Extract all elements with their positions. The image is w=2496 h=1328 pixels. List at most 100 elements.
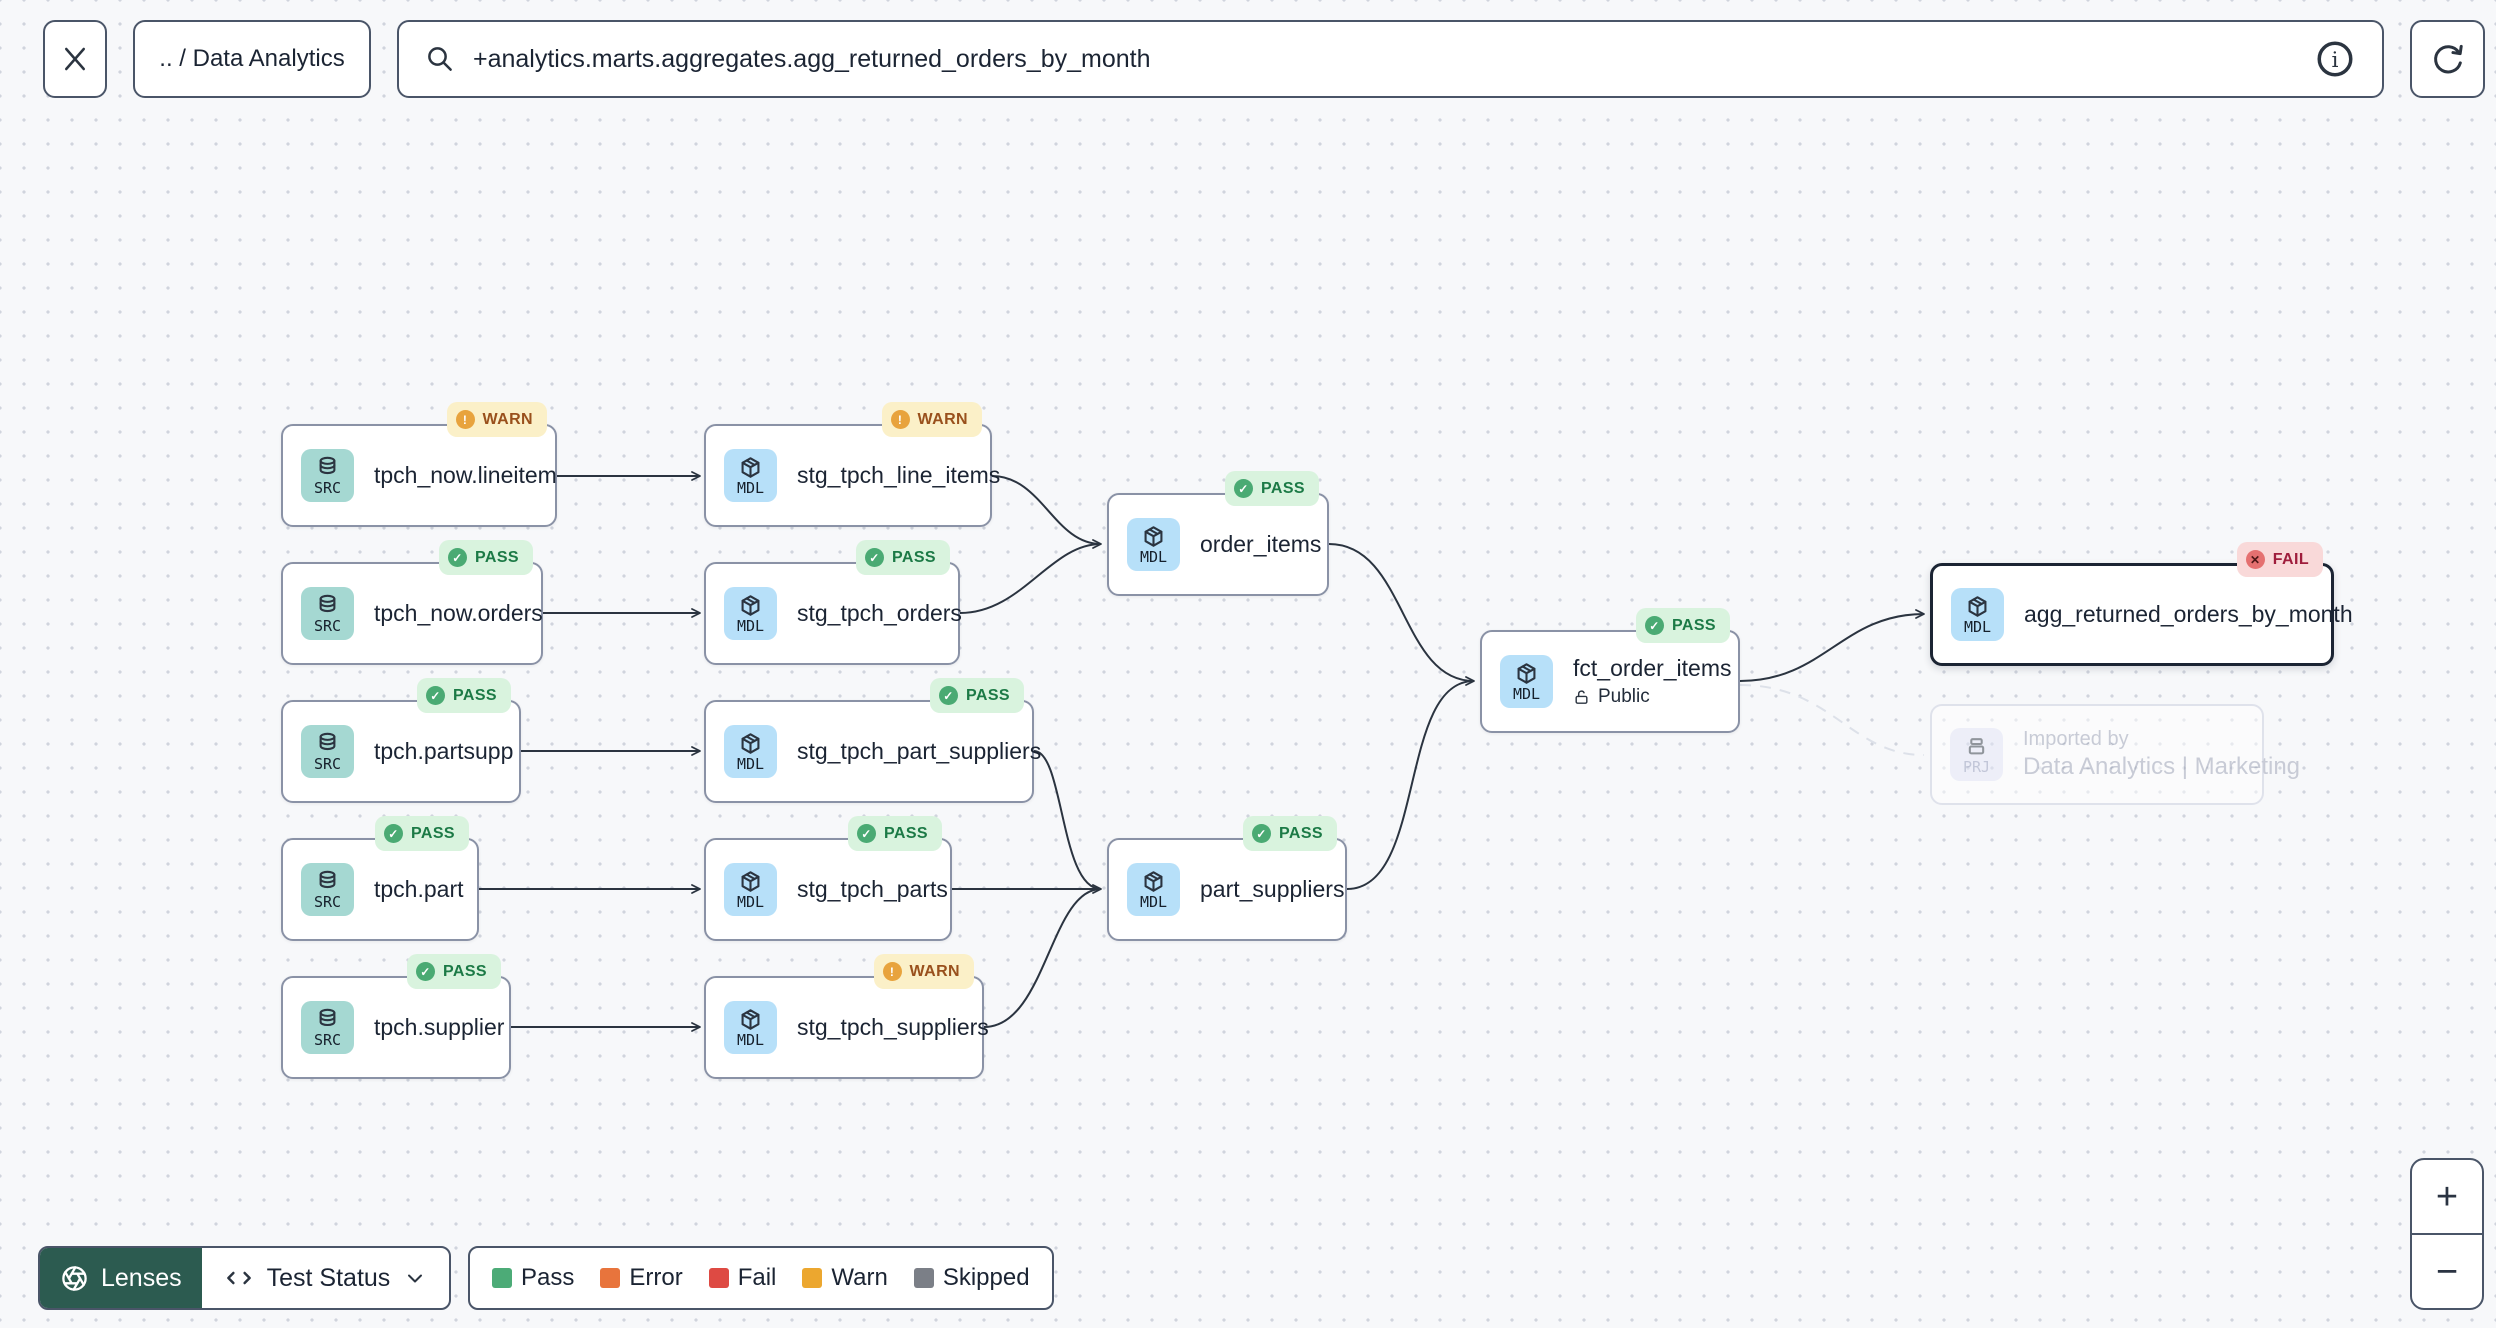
check-icon: ✓: [416, 962, 436, 981]
check-icon: ✓: [384, 824, 404, 843]
node-tpch-part[interactable]: ✓ PASS SRC tpch.part: [281, 816, 479, 941]
database-icon: [315, 455, 340, 480]
search-icon: [428, 47, 452, 71]
lock-open-icon: [1573, 689, 1590, 706]
node-fct-order-items[interactable]: ✓ PASS MDL fct_order_items Public: [1480, 608, 1740, 733]
refresh-icon: [2433, 44, 2463, 74]
database-icon: [315, 731, 340, 756]
status-badge-pass: ✓ PASS: [417, 678, 511, 713]
lenses-control: Lenses Test Status: [38, 1246, 452, 1310]
cube-icon: [1141, 524, 1166, 549]
code-icon: [226, 1271, 251, 1285]
check-icon: ✓: [1234, 479, 1254, 498]
node-title: stg_tpch_suppliers: [797, 1014, 989, 1040]
node-title: part_suppliers: [1200, 876, 1345, 902]
search-input[interactable]: [473, 44, 2296, 74]
fail-swatch: [708, 1268, 729, 1288]
warn-swatch: [802, 1268, 823, 1288]
node-title: stg_tpch_line_items: [797, 462, 1001, 488]
warn-icon: !: [455, 410, 475, 429]
cube-icon: [738, 1007, 763, 1032]
pass-swatch: [492, 1268, 512, 1288]
cube-icon: [1965, 594, 1990, 619]
node-imported-by-project[interactable]: PRJ Imported by Data Analytics | Marketi…: [1930, 704, 2300, 805]
chevron-down-icon: [408, 1274, 423, 1283]
status-badge-pass: ✓ PASS: [439, 540, 533, 575]
info-icon[interactable]: i: [2314, 38, 2356, 80]
node-title: tpch_now.lineitem: [374, 462, 557, 488]
zoom-controls: + −: [2410, 1158, 2484, 1310]
database-icon: [315, 869, 340, 894]
node-title: tpch.supplier: [374, 1014, 505, 1040]
node-title: tpch_now.orders: [374, 600, 543, 626]
node-title: stg_tpch_part_suppliers: [797, 738, 1042, 764]
legend-item-warn: Warn: [802, 1264, 888, 1292]
lens-selector[interactable]: Test Status: [202, 1248, 450, 1308]
source-type-chip: SRC: [301, 449, 354, 502]
source-type-chip: SRC: [301, 587, 354, 640]
zoom-in-button[interactable]: +: [2412, 1160, 2482, 1233]
node-stg-tpch-orders[interactable]: ✓ PASS MDL stg_tpch_orders: [704, 540, 962, 665]
node-tpch-now-orders[interactable]: ✓ PASS SRC tpch_now.orders: [281, 540, 543, 665]
status-badge-pass: ✓ PASS: [1225, 471, 1319, 506]
legend-item-fail: Fail: [708, 1264, 776, 1292]
node-order-items[interactable]: ✓ PASS MDL order_items: [1107, 471, 1329, 596]
node-title: Imported by: [2023, 728, 2129, 750]
node-stg-tpch-part-suppliers[interactable]: ✓ PASS MDL stg_tpch_part_suppliers: [704, 678, 1041, 803]
breadcrumb-label: .. / Data Analytics: [159, 45, 345, 72]
warn-icon: !: [882, 962, 902, 981]
check-icon: ✓: [1252, 824, 1272, 843]
status-badge-pass: ✓ PASS: [1243, 816, 1337, 851]
node-part-suppliers[interactable]: ✓ PASS MDL part_suppliers: [1107, 816, 1347, 941]
node-tpch-supplier[interactable]: ✓ PASS SRC tpch.supplier: [281, 954, 511, 1079]
zoom-out-button[interactable]: −: [2412, 1235, 2482, 1308]
node-title: stg_tpch_orders: [797, 600, 962, 626]
access-label: Public: [1573, 686, 1732, 708]
node-stg-tpch-suppliers[interactable]: ! WARN MDL stg_tpch_suppliers: [704, 954, 989, 1079]
node-title: tpch.part: [374, 876, 464, 902]
model-type-chip: MDL: [1127, 863, 1180, 916]
model-type-chip: MDL: [1127, 518, 1180, 571]
node-title: tpch.partsupp: [374, 738, 514, 764]
status-badge-pass: ✓ PASS: [407, 954, 501, 989]
status-badge-pass: ✓ PASS: [848, 816, 942, 851]
status-badge-pass: ✓ PASS: [856, 540, 950, 575]
status-badge-pass: ✓ PASS: [375, 816, 469, 851]
project-name: Data Analytics | Marketing: [2023, 753, 2301, 780]
close-button[interactable]: [43, 20, 107, 98]
error-swatch: [600, 1268, 621, 1288]
model-type-chip: MDL: [724, 725, 777, 778]
node-tpch-now-lineitem[interactable]: ! WARN SRC tpch_now.lineitem: [281, 402, 557, 527]
check-icon: ✓: [865, 548, 885, 567]
node-stg-tpch-parts[interactable]: ✓ PASS MDL stg_tpch_parts: [704, 816, 952, 941]
node-title: stg_tpch_parts: [797, 876, 948, 902]
status-legend: Pass Error Fail Warn Skipped: [468, 1246, 1054, 1310]
node-tpch-partsupp[interactable]: ✓ PASS SRC tpch.partsupp: [281, 678, 521, 803]
source-type-chip: SRC: [301, 725, 354, 778]
source-type-chip: SRC: [301, 1001, 354, 1054]
breadcrumb[interactable]: .. / Data Analytics: [133, 20, 371, 98]
status-badge-warn: ! WARN: [446, 402, 547, 437]
check-icon: ✓: [939, 686, 959, 705]
fail-icon: ✕: [2245, 550, 2265, 569]
check-icon: ✓: [1645, 616, 1665, 635]
cube-icon: [1141, 869, 1166, 894]
node-agg-returned-orders-by-month[interactable]: ✕ FAIL MDL agg_returned_orders_by_month: [1930, 542, 2353, 666]
model-type-chip: MDL: [1951, 588, 2004, 641]
refresh-button[interactable]: [2410, 20, 2485, 98]
status-badge-pass: ✓ PASS: [930, 678, 1024, 713]
database-icon: [315, 593, 340, 618]
model-type-chip: MDL: [724, 587, 777, 640]
status-badge-fail: ✕ FAIL: [2236, 542, 2323, 577]
node-title: agg_returned_orders_by_month: [2024, 601, 2353, 627]
model-type-chip: MDL: [1500, 655, 1553, 708]
lenses-button[interactable]: Lenses: [40, 1248, 202, 1308]
node-title: order_items: [1200, 531, 1322, 557]
database-icon: [315, 1007, 340, 1032]
cube-icon: [738, 731, 763, 756]
model-type-chip: MDL: [724, 1001, 777, 1054]
node-stg-tpch-line-items[interactable]: ! WARN MDL stg_tpch_line_items: [704, 402, 1000, 527]
lineage-search[interactable]: i: [397, 20, 2384, 98]
selected-lens-label: Test Status: [266, 1263, 391, 1292]
